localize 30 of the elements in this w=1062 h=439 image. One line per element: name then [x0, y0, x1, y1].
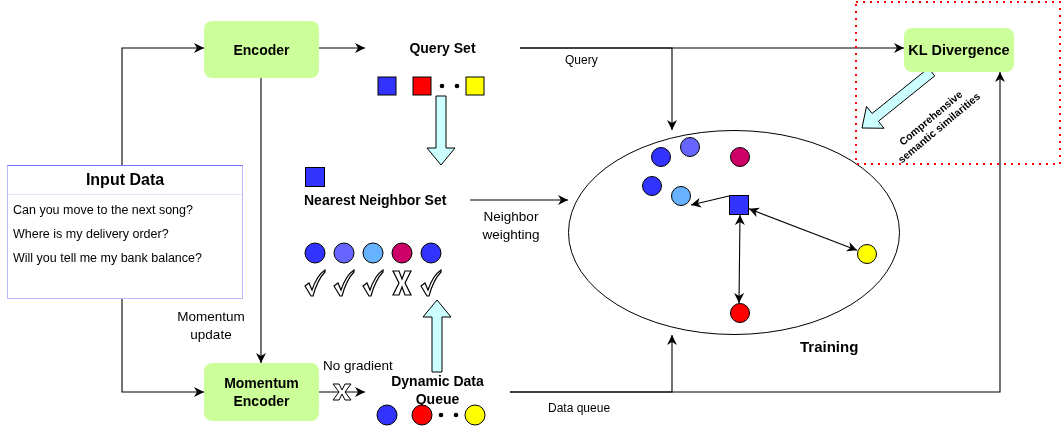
table-header: Input Data — [8, 166, 242, 195]
encoder-box: Encoder — [204, 21, 319, 78]
table-row-text: Will you tell me my bank balance? — [12, 250, 203, 267]
arrow — [121, 298, 205, 397]
edge-label: Neighbor weighting — [481, 208, 541, 244]
arrow — [318, 387, 366, 397]
arrow — [469, 195, 569, 205]
block-arrow — [426, 95, 456, 166]
block-arrow — [422, 299, 452, 373]
edge-label: Data queue — [548, 400, 611, 416]
arrow — [318, 43, 366, 53]
input-data-table — [7, 165, 243, 299]
arrow — [690, 195, 730, 208]
table-row-text: Where is my delivery order? — [12, 226, 170, 243]
edge-label: No gradient — [323, 358, 393, 374]
edge-label: Query — [565, 52, 598, 68]
node-label: Nearest Neighbor Set — [304, 191, 447, 210]
arrow — [121, 43, 205, 166]
arrow — [734, 214, 745, 304]
encoder-box: Momentum Encoder — [204, 363, 319, 421]
arrow — [748, 207, 858, 252]
arrow — [256, 77, 266, 364]
table-row-text: Can you move to the next song? — [12, 202, 194, 219]
caption-label: Training — [800, 338, 859, 356]
divergence-box: KL Divergence — [904, 28, 1014, 72]
arrow — [519, 47, 677, 131]
edge-label: Momentum update — [176, 308, 246, 344]
node-label: Dynamic Data Queue — [390, 373, 485, 408]
arrow — [509, 71, 1005, 393]
node-label: Query Set — [408, 39, 477, 57]
